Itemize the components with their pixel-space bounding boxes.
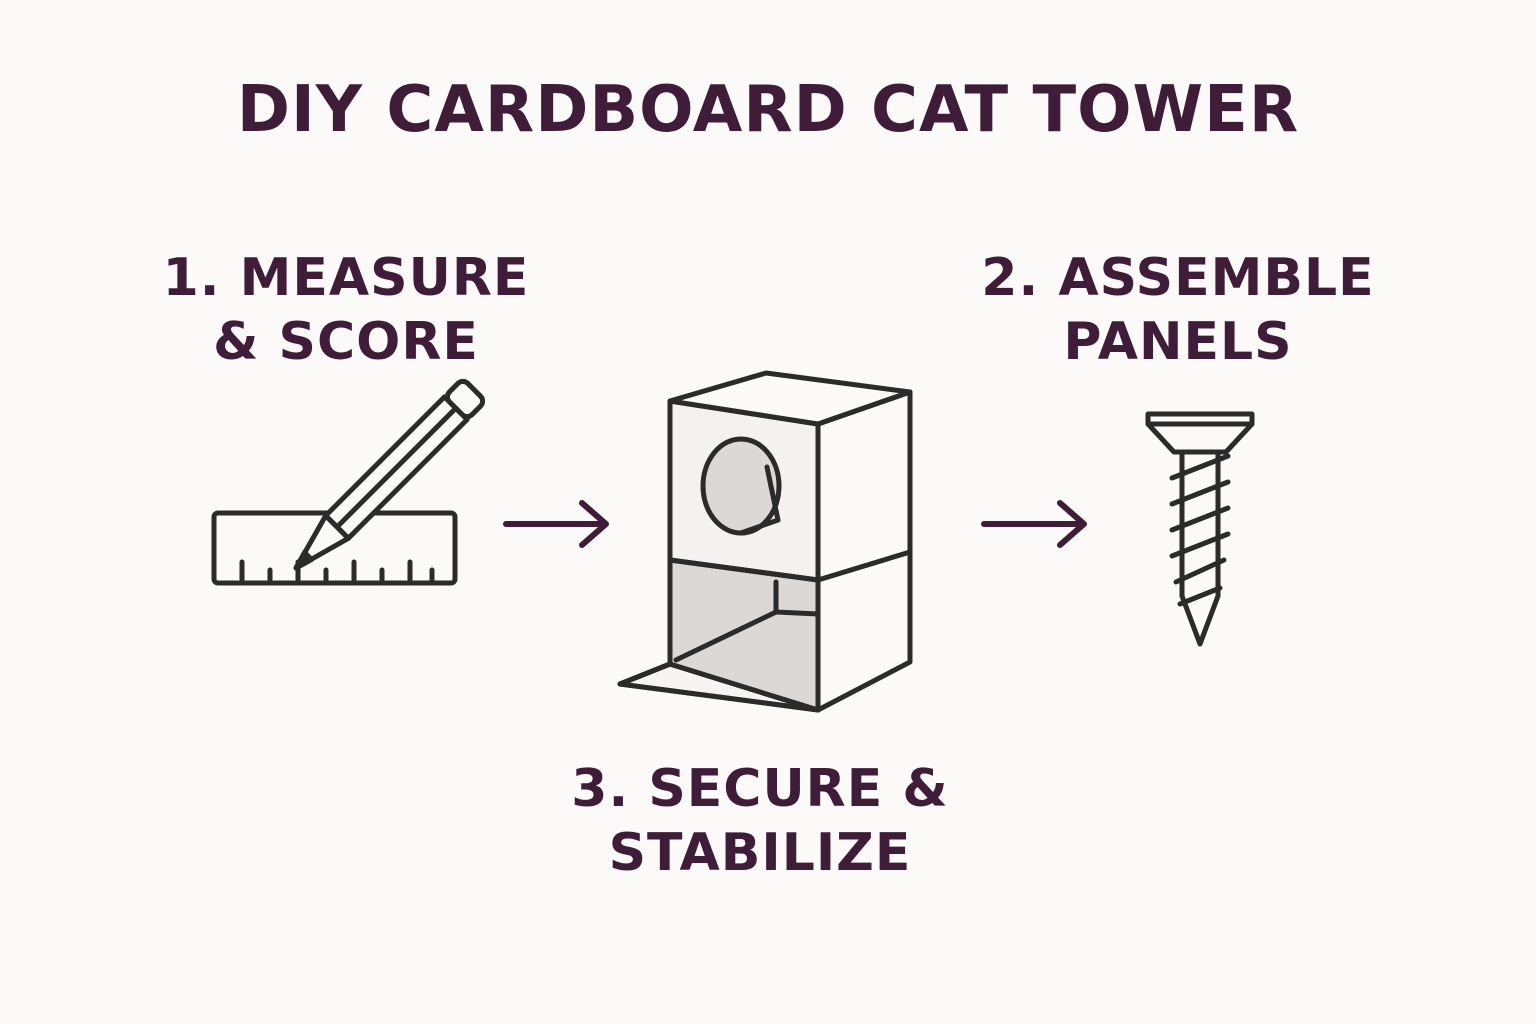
pencil-ruler-icon (211, 378, 486, 586)
step-3-label: 3. SECURE & STABILIZE (560, 757, 960, 885)
step-3-line-2: STABILIZE (608, 823, 912, 883)
step-2-label: 2. ASSEMBLE PANELS (978, 246, 1378, 374)
step-3-line-1: 3. SECURE & (571, 759, 949, 819)
step-2-line-1: 2. ASSEMBLE (981, 248, 1375, 308)
cardboard-tower-icon (617, 370, 913, 713)
step-1-label: 1. MEASURE & SCORE (146, 246, 546, 374)
screw-icon (1145, 411, 1255, 647)
step-2-line-2: PANELS (1063, 312, 1293, 372)
pencil-icon (293, 378, 486, 571)
step-1-line-2: & SCORE (213, 312, 479, 372)
arrow-right-icon (503, 500, 609, 548)
step-1-line-1: 1. MEASURE (162, 248, 530, 308)
diagram-title: DIY CARDBOARD CAT TOWER (236, 73, 1300, 147)
arrow-right-icon (981, 500, 1087, 548)
